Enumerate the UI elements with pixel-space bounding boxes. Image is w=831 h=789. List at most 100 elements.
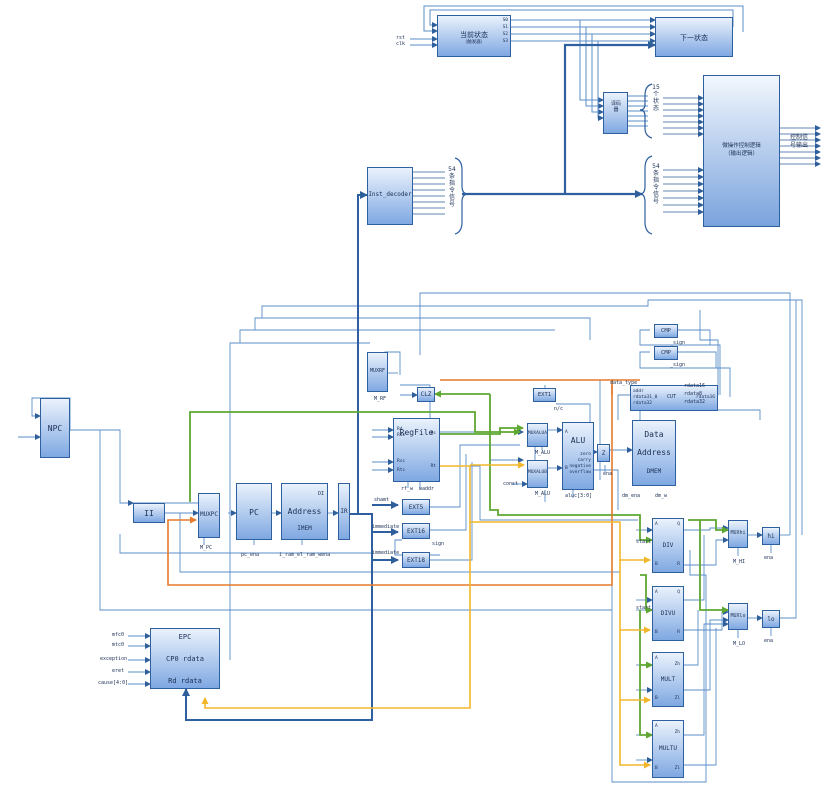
div-port-b: B — [655, 562, 658, 567]
mult-port-zh: Zh — [674, 662, 680, 667]
mult-port-zl: Zl — [674, 696, 680, 701]
clz-label: CLZ — [420, 391, 432, 398]
shamt-label: shamt — [374, 497, 390, 503]
mux-lo-label: MUXlo — [730, 613, 746, 619]
div-port-q: Q — [677, 522, 680, 527]
state-bit-s2: S2 — [502, 32, 508, 37]
lo-label: lo — [767, 616, 775, 623]
state-bit-s0: S0 — [502, 18, 508, 23]
pc-label: PC — [249, 508, 259, 517]
divu-block: A Q DIVU B R — [652, 586, 684, 641]
next-state-label: 下一状态 — [680, 34, 708, 42]
hi-block: hi — [762, 527, 780, 545]
cut-port-addr: addr — [633, 389, 644, 394]
ext5-block: EXT5 — [402, 499, 430, 515]
dmem-address-label: Address — [637, 448, 671, 457]
alu-port-a: A — [565, 430, 568, 435]
multu-port-b: B — [655, 766, 658, 771]
divu-start: start — [636, 605, 652, 611]
multu-block: A Zh MULTU B Zl — [652, 720, 684, 778]
mux-hi-label: MUXhi — [730, 530, 746, 536]
mult-block: A Zh MULT B Zl — [652, 652, 684, 707]
npc-block: NPC — [40, 398, 70, 458]
ext18-block: EXT18 — [402, 552, 430, 568]
cmp-b-sign: _sign — [670, 362, 686, 368]
div-label: DIV — [662, 542, 674, 549]
z-ena-label: ena — [603, 471, 613, 477]
state-bit-s1: S1 — [502, 25, 508, 30]
ext5-label: EXT5 — [408, 504, 424, 511]
cp0-epc-label: EPC — [178, 633, 192, 641]
immediate-label-a: immediate — [372, 524, 400, 530]
multu-label: MULTU — [658, 745, 678, 752]
rf-port-rtc: Rtc — [397, 468, 406, 473]
alu-label: ALU — [570, 436, 586, 445]
mux-alu-b-block: MUXALUB — [527, 460, 548, 488]
alu-flag-zero: zero — [580, 452, 591, 457]
mux-alu-a-label: MUXALUA — [528, 431, 547, 436]
fsm-instr-label: 54条指令信号 — [652, 163, 660, 205]
div-block: A Q DIV B R — [652, 518, 684, 573]
npc-label: NPC — [47, 424, 63, 433]
rf-port-rd: Rd — [397, 427, 403, 432]
mux-rf-block: MUXRF — [367, 352, 388, 392]
rf-port-rs: Rs — [430, 431, 436, 436]
next-state-block: 下一状态 — [655, 17, 733, 57]
cmp-a-sign: _sign — [670, 340, 686, 346]
rf-port-rt: Rt — [430, 464, 436, 469]
clk-label: clk — [396, 41, 406, 47]
fsm-state-lines — [413, 95, 821, 215]
m-rf-label: M_RF — [374, 396, 387, 402]
cmp-b-label: CMP — [661, 350, 671, 356]
divu-port-q: Q — [677, 590, 680, 595]
inst-decoder-label: Inst_decoder — [368, 191, 412, 198]
divu-port-a: A — [655, 590, 658, 595]
cp0-in-cause: cause[4:0] — [98, 680, 129, 686]
div-port-a: A — [655, 522, 658, 527]
dm-ena-label: dm_ena — [622, 493, 641, 499]
cp0-in-mfc0: mfc0 — [112, 632, 125, 638]
sign-label: sign — [432, 541, 445, 547]
ir-block: IR — [338, 483, 350, 540]
cp0-rd-label: Rd rdata — [168, 677, 202, 685]
fsm-decoder-label: 译码器 — [611, 101, 622, 113]
fsm-decoder-block: 译码器 — [603, 92, 628, 134]
cut-label: CUT — [667, 394, 677, 400]
clz-block: CLZ — [417, 387, 435, 402]
rdata-port-16: rdata16 — [684, 383, 706, 389]
alu-flag-overflow: overflow — [569, 470, 591, 475]
z-label: Z — [601, 450, 606, 457]
regfile-label: RegFile — [399, 428, 434, 437]
cmp-b-block: CMP — [654, 346, 678, 360]
mux-hi-block: MUXhi — [728, 520, 748, 548]
ir-bus — [182, 191, 399, 721]
data-type-label: data_type — [610, 380, 638, 386]
hi-label: hi — [767, 533, 775, 540]
mux-pc-label: MUXPC — [199, 511, 219, 518]
alu-flag-negative: negative — [569, 464, 591, 469]
rf-port-rdc: Rdc — [397, 433, 406, 438]
fsm-states-label: 15个状态 — [652, 84, 660, 112]
rf-port-rsc: Rsc — [397, 459, 406, 464]
yellow-wires — [201, 461, 651, 769]
cp0-rdata-label: CP0 rdata — [166, 655, 204, 663]
m-lo-label: M_LO — [733, 641, 746, 647]
aluc-label: aluc[3:0] — [565, 493, 593, 499]
cp0-in-mtc0: mtc0 — [112, 642, 125, 648]
braces — [454, 83, 653, 235]
imem-label: IMEM — [297, 525, 312, 532]
hi-ena-label: ena — [764, 555, 774, 561]
cut-block: addr rdata31_0 rdata32 CUT rdata16 — [630, 385, 718, 411]
mult-port-b: B — [655, 696, 658, 701]
imem-ena-label: i_ram_el_ram_wena — [279, 552, 331, 558]
ctrl-logic-label: 微操作控制逻辑 — [722, 143, 761, 149]
lo-ena-label: ena — [764, 638, 774, 644]
rdata-port-32: rdata32 — [684, 399, 706, 405]
m-alu-b-label: M_ALU — [535, 491, 551, 497]
decoder-bus — [462, 41, 656, 198]
ctrl-out-label: 控制信号输出 — [790, 134, 809, 149]
ext18-label: EXT18 — [406, 557, 426, 564]
m-pc-label: M_PC — [200, 545, 213, 551]
rf-w-label: rf_w — [401, 486, 414, 492]
rdata-port-8: rdata8 — [684, 391, 703, 397]
